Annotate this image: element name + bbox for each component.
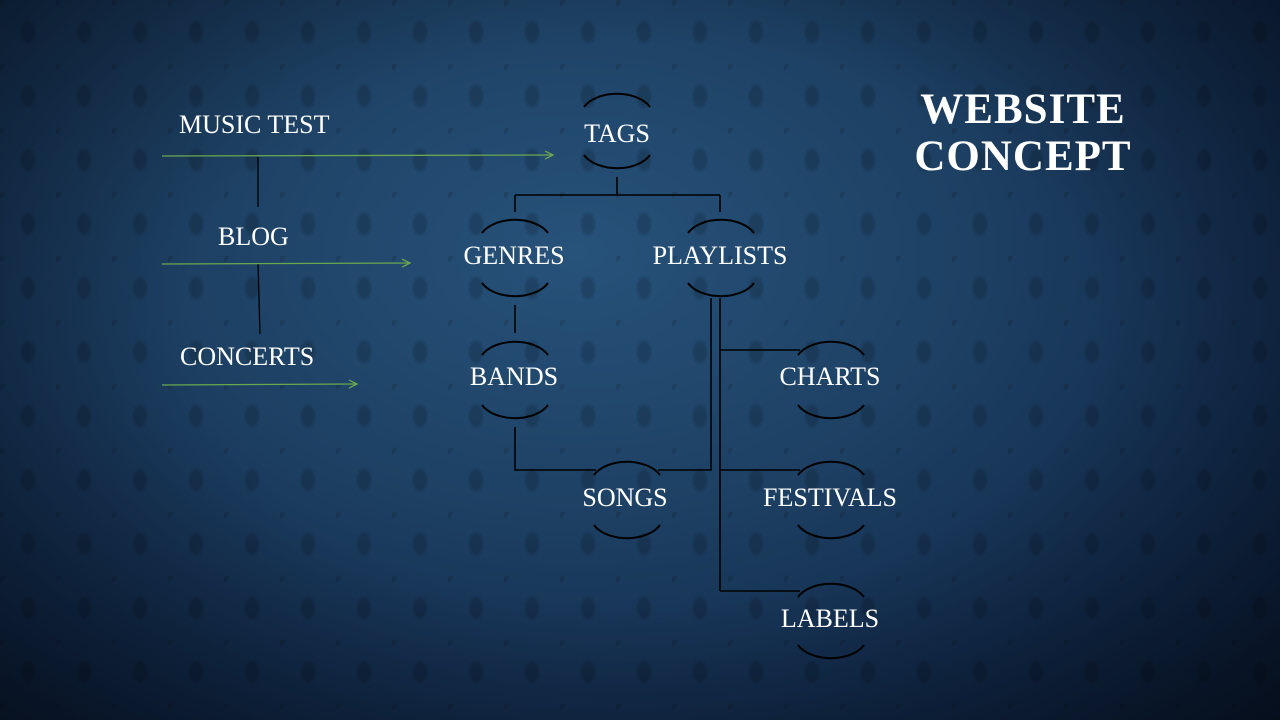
node-arc-festivals-bottom <box>797 524 865 540</box>
menu-item-blog: BLOG <box>218 222 289 251</box>
node-arc-tags-bottom <box>583 154 651 170</box>
node-songs: SONGS <box>582 483 668 512</box>
node-genres: GENRES <box>463 241 565 270</box>
bands-songs-link <box>514 427 596 471</box>
node-arc-labels-bottom <box>797 644 865 660</box>
node-arc-songs-bottom <box>593 524 661 540</box>
arrow-music-test <box>161 155 553 156</box>
node-arc-genres-top <box>481 218 549 234</box>
node-arc-festivals-top <box>797 460 865 476</box>
menu-item-concerts: CONCERTS <box>180 342 315 371</box>
node-arc-tags-top <box>583 92 651 108</box>
node-arc-bands-bottom <box>481 404 549 420</box>
node-labels: LABELS <box>780 604 880 633</box>
node-arc-charts-bottom <box>797 404 865 420</box>
title-line-1: WEBSITE <box>920 86 1126 133</box>
node-arc-bands-top <box>481 340 549 356</box>
menu-item-music-test: MUSIC TEST <box>179 110 330 139</box>
node-bands: BANDS <box>469 362 559 391</box>
node-festivals: FESTIVALS <box>763 483 897 512</box>
node-arc-playlists-top <box>687 218 755 234</box>
node-charts: CHARTS <box>779 362 881 391</box>
arrow-blog <box>161 263 410 264</box>
node-tags: TAGS <box>584 119 650 148</box>
node-playlists: PLAYLISTS <box>652 241 788 270</box>
slide-title: WEBSITE CONCEPT <box>914 86 1131 180</box>
title-line-2: CONCEPT <box>914 133 1132 180</box>
node-arc-playlists-bottom <box>687 282 755 298</box>
menu-connector-2 <box>257 262 261 335</box>
node-arc-charts-top <box>797 340 865 356</box>
node-arc-songs-top <box>593 460 661 476</box>
node-arc-labels-top <box>797 582 865 598</box>
playlists-songs-link <box>658 298 712 471</box>
node-arc-genres-bottom <box>481 282 549 298</box>
arrow-concerts <box>161 384 357 385</box>
